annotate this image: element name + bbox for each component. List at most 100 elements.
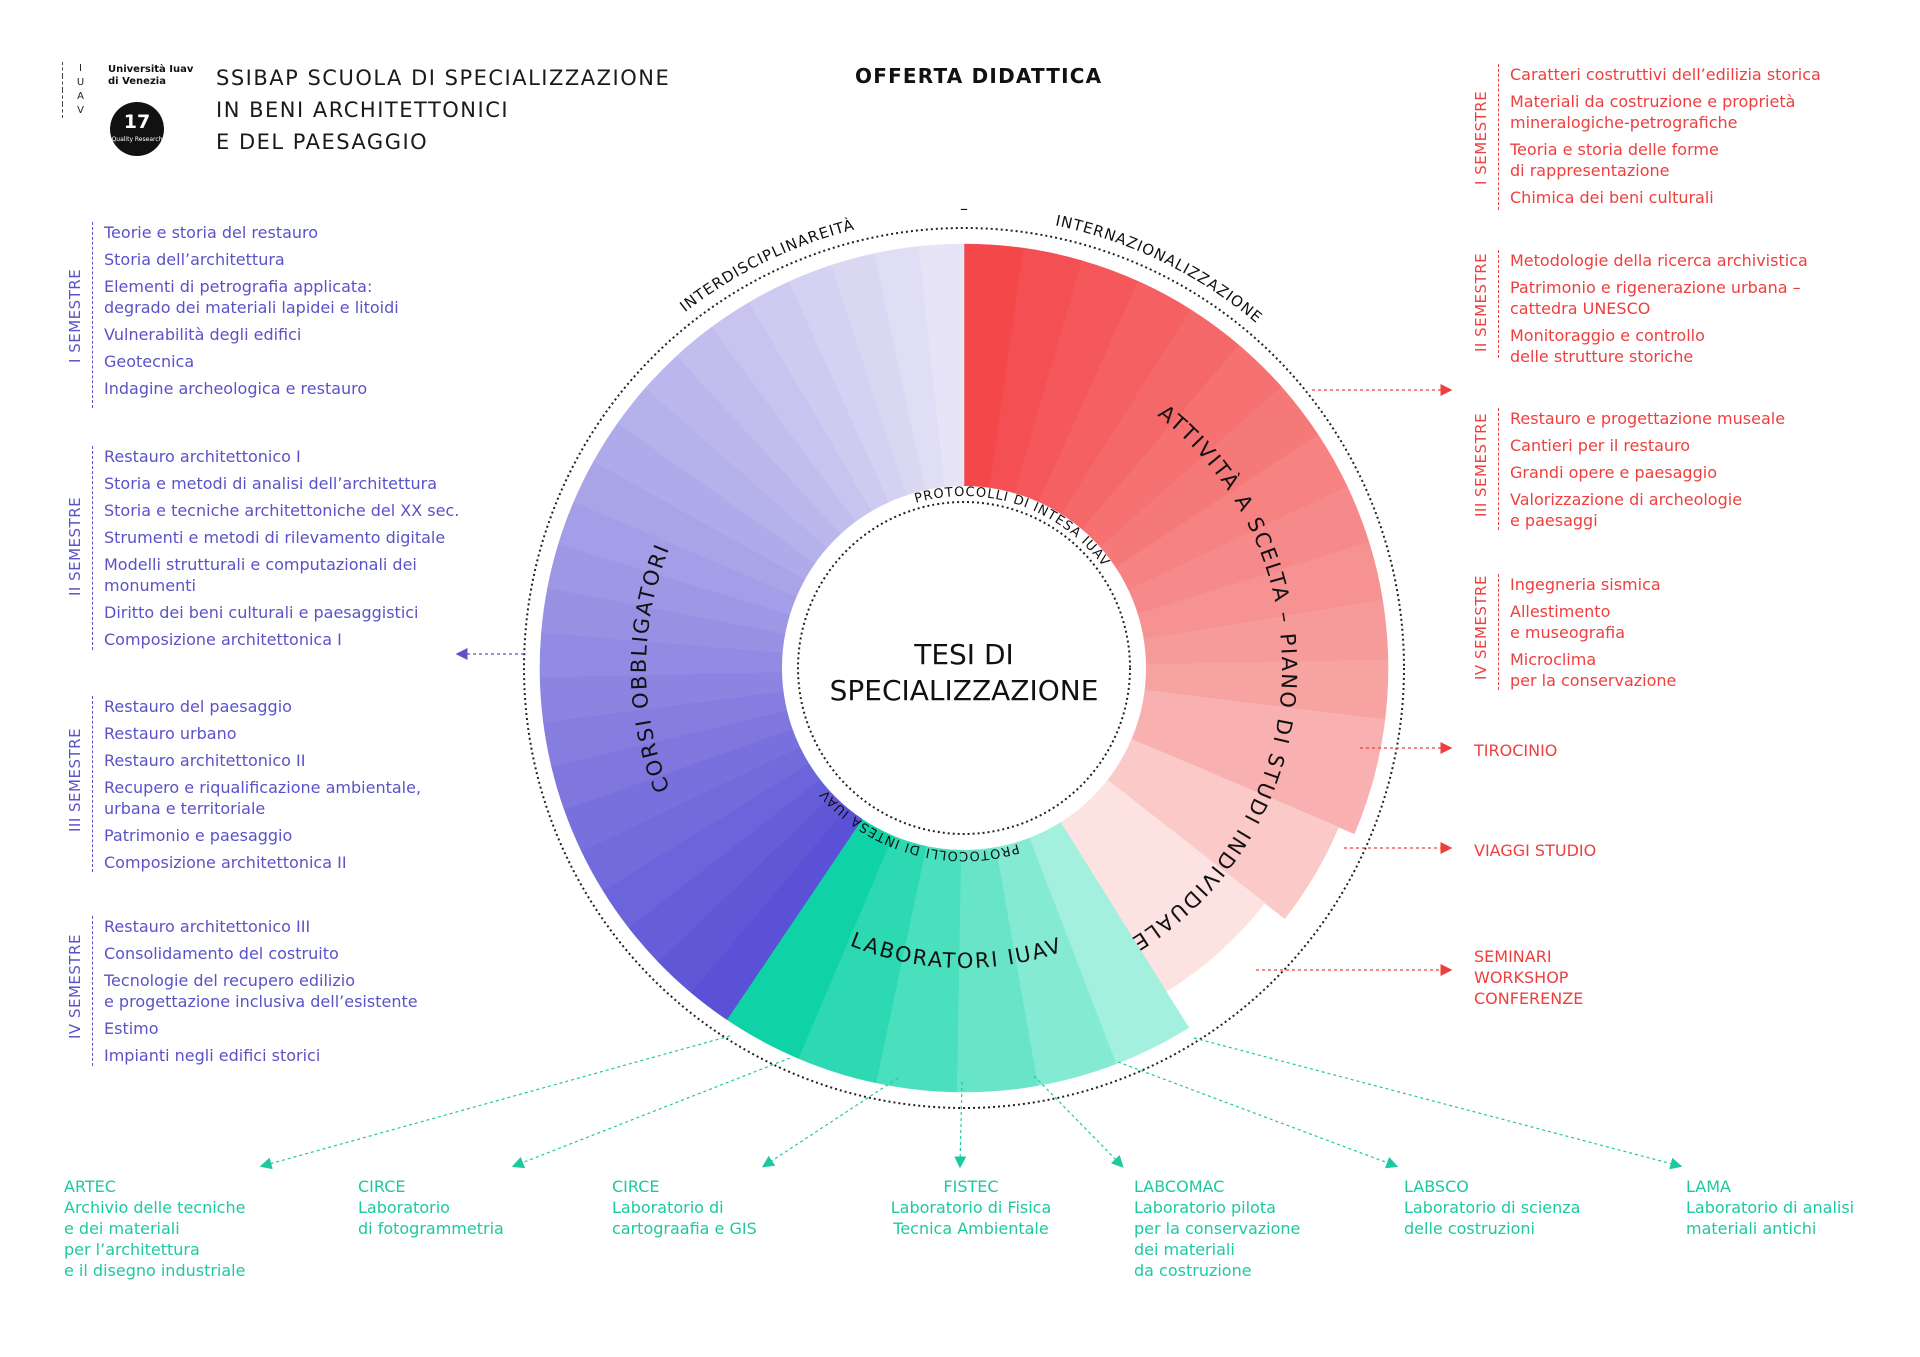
iuav-letter: V <box>62 104 98 118</box>
course-list: Restauro architettonico I Storia e metodi… <box>104 446 459 656</box>
course-item: Restauro architettonico I <box>104 447 301 466</box>
course-item: Composizione architettonica I <box>104 630 342 649</box>
semester-divider <box>92 222 93 408</box>
course-item: Patrimonio e rigenerazione urbana –catte… <box>1510 278 1801 318</box>
lab-arrow <box>259 1035 731 1170</box>
lab-name: FISTEC <box>943 1177 999 1196</box>
center-disc <box>782 486 1146 850</box>
semester-label: I SEMESTRE <box>1472 90 1490 185</box>
semester-label: I SEMESTRE <box>66 268 84 363</box>
semester-divider <box>92 696 93 872</box>
lab-arrow <box>1193 1037 1683 1170</box>
course-item: Modelli strutturali e computazionali dei… <box>104 555 417 595</box>
lab-name: LABSCO <box>1404 1177 1469 1196</box>
inner-ring <box>797 501 1131 835</box>
semester-label: II SEMESTRE <box>66 496 84 596</box>
course-item: Storia e tecniche architettoniche del XX… <box>104 501 460 520</box>
lab-name: LABCOMAC <box>1134 1177 1225 1196</box>
semester-divider <box>1498 574 1499 690</box>
semester-divider <box>92 916 93 1066</box>
course-item: Storia dell’architettura <box>104 250 285 269</box>
lab-arrow <box>761 1077 899 1168</box>
iuav-letter: A <box>62 90 98 104</box>
semester-label: IV SEMESTRE <box>66 934 84 1039</box>
center-label-line1: TESI DI <box>913 638 1014 671</box>
university-name: Università Iuav di Venezia <box>108 64 194 87</box>
course-item: Chimica dei beni culturali <box>1510 188 1714 207</box>
title-line: E DEL PAESAGGIO <box>216 130 429 154</box>
lab-name: CIRCE <box>612 1177 660 1196</box>
outer-ring <box>523 227 1405 1109</box>
course-item: Indagine archeologica e restauro <box>104 379 368 398</box>
lab-arrow <box>1117 1061 1399 1169</box>
semester-divider <box>1498 250 1499 358</box>
section-title: OFFERTA DIDATTICA <box>855 64 1103 88</box>
course-item: Recupero e riqualificazione ambientale,u… <box>104 778 422 818</box>
lab-arrow <box>1033 1075 1124 1168</box>
course-item: Teorie e storia del restauro <box>104 223 319 242</box>
semester-label: II SEMESTRE <box>1472 252 1490 352</box>
title-line: SSIBAP SCUOLA DI SPECIALIZZAZIONE <box>216 66 671 90</box>
quality-research-logo: 17 Quality Research <box>110 102 164 156</box>
semester-divider <box>92 446 93 650</box>
course-item: Restauro architettonico II <box>104 751 306 770</box>
semester-label: IV SEMESTRE <box>1472 575 1490 680</box>
lab-name: CIRCE <box>358 1177 406 1196</box>
course-item: Strumenti e metodi di rilevamento digita… <box>104 528 446 547</box>
course-item: Storia e metodi di analisi dell’architet… <box>104 474 438 493</box>
course-item: Estimo <box>104 1019 159 1038</box>
course-item: Cantieri per il restauro <box>1510 436 1691 455</box>
course-list: Caratteri costruttivi dell’edilizia stor… <box>1510 64 1821 214</box>
course-item: Diritto dei beni culturali e paesaggisti… <box>104 603 419 622</box>
outer-dash: – <box>960 199 968 218</box>
course-item: Restauro e progettazione museale <box>1510 409 1786 428</box>
course-item: Restauro urbano <box>104 724 237 743</box>
semester-divider <box>1498 408 1499 530</box>
semester-label: III SEMESTRE <box>66 727 84 832</box>
quality-text: Quality Research <box>111 136 163 143</box>
quality-number: 17 <box>123 111 151 133</box>
course-item: Ingegneria sismica <box>1510 575 1661 594</box>
course-item: Restauro architettonico III <box>104 917 311 936</box>
lab-name: LAMA <box>1686 1177 1731 1196</box>
course-item: Grandi opere e paesaggio <box>1510 463 1717 482</box>
course-item: Patrimonio e paesaggio <box>104 826 293 845</box>
semester-divider <box>1498 64 1499 210</box>
lab-name: ARTEC <box>64 1177 116 1196</box>
course-item: Impianti negli edifici storici <box>104 1046 321 1065</box>
course-item: Geotecnica <box>104 352 195 371</box>
title-line: IN BENI ARCHITETTONICI <box>216 98 510 122</box>
semester-label: III SEMESTRE <box>1472 412 1490 517</box>
iuav-logo: I U A V <box>62 62 98 118</box>
activity-label: VIAGGI STUDIO <box>1474 841 1597 860</box>
course-item: Vulnerabilità degli edifici <box>104 325 302 344</box>
page-title: SSIBAP SCUOLA DI SPECIALIZZAZIONE IN BEN… <box>216 62 670 158</box>
course-item: Caratteri costruttivi dell’edilizia stor… <box>1510 65 1821 84</box>
course-item: Metodologie della ricerca archivistica <box>1510 251 1808 270</box>
course-item: Elementi di petrografia applicata:degrad… <box>104 277 399 317</box>
center-label-line2: SPECIALIZZAZIONE <box>830 674 1099 707</box>
